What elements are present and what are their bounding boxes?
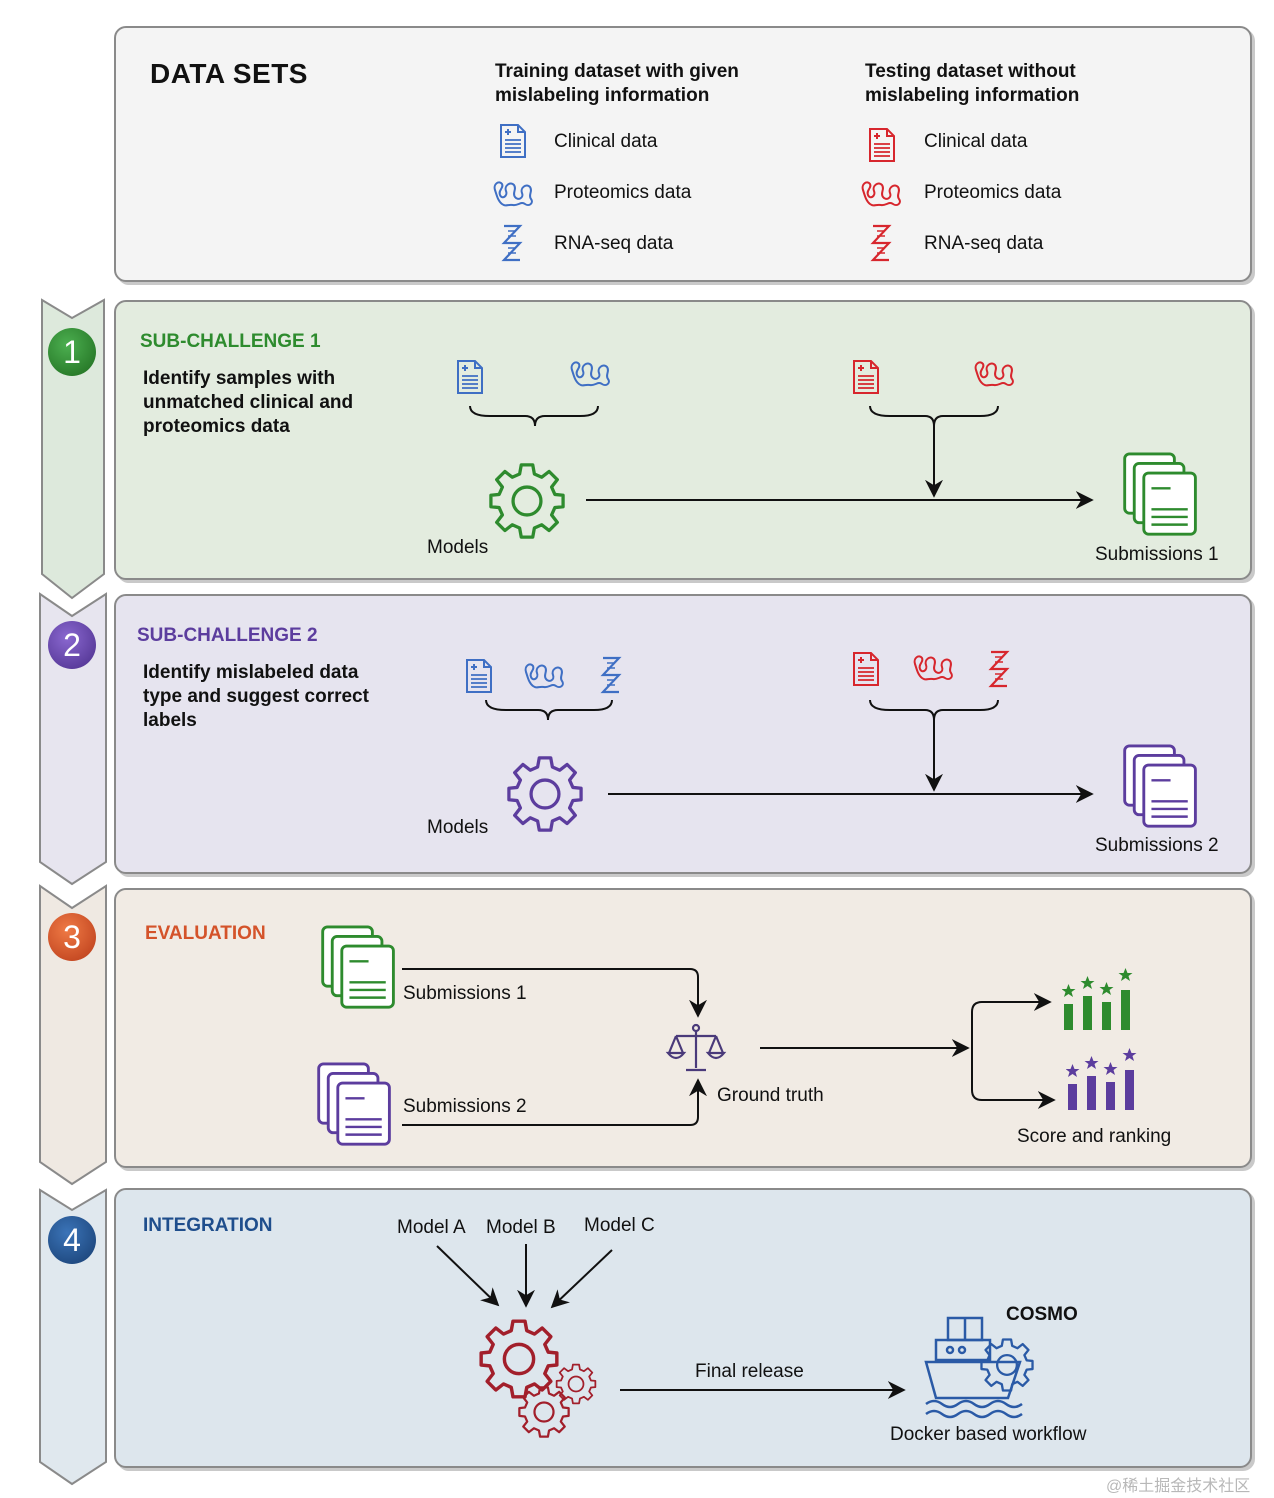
scales-icon: [665, 1023, 727, 1072]
eval-split-connector: [971, 1001, 1054, 1101]
training-header: Training dataset with given mislabeling …: [495, 61, 739, 106]
model-c-label: Model C: [584, 1215, 655, 1236]
model-b-label: Model B: [486, 1217, 556, 1238]
evaluation-title: EVALUATION: [145, 923, 266, 944]
sc2-train-brace: [485, 699, 613, 721]
test-clinical-label: Clinical data: [924, 131, 1028, 152]
eval-submissions-1-label: Submissions 1: [403, 983, 527, 1004]
subchallenge-1-panel: [114, 300, 1252, 580]
final-release-label: Final release: [695, 1361, 804, 1382]
step-2-number: 2: [63, 627, 81, 663]
docker-workflow-label: Docker based workflow: [890, 1424, 1087, 1445]
step-1-badge: 1: [48, 328, 96, 376]
step-3-badge: 3: [48, 913, 96, 961]
eval-submissions-2-label: Submissions 2: [403, 1096, 527, 1117]
subchallenge-2-title: SUB-CHALLENGE 2: [137, 625, 318, 646]
ensemble-gear-large-icon: [479, 1319, 559, 1399]
step-4-badge: 4: [48, 1216, 96, 1264]
subchallenge-2-description: Identify mislabeled data type and sugges…: [143, 662, 369, 731]
test-proteomics-label: Proteomics data: [924, 182, 1062, 203]
step-1-number: 1: [63, 334, 81, 370]
datasets-title: DATA SETS: [150, 58, 308, 89]
step-2-chevron: [39, 592, 107, 886]
step-4-number: 4: [63, 1222, 81, 1258]
docker-gear-icon: [980, 1338, 1034, 1392]
test-rna-label: RNA-seq data: [924, 233, 1044, 254]
integration-panel: [114, 1188, 1252, 1468]
datasets-panel: [114, 26, 1252, 282]
sc1-train-brace: [469, 405, 599, 427]
cosmo-label: COSMO: [1006, 1304, 1078, 1325]
watermark: @稀土掘金技术社区: [1106, 1478, 1251, 1495]
docker-ship-icon: [924, 1316, 1023, 1419]
model-a-arrow: [436, 1245, 500, 1307]
integration-title: INTEGRATION: [143, 1215, 273, 1236]
eval-sub2-arrow: [402, 1078, 707, 1126]
train-rna-label: RNA-seq data: [554, 233, 674, 254]
model-a-label: Model A: [397, 1217, 466, 1238]
evaluation-panel: [114, 888, 1252, 1168]
score-ranking-label: Score and ranking: [1017, 1126, 1172, 1147]
ensemble-gear-small-icon: [555, 1363, 597, 1405]
sc2-submissions-label: Submissions 2: [1095, 835, 1219, 856]
train-proteomics-label: Proteomics data: [554, 182, 692, 203]
eval-sub1-arrow: [402, 968, 707, 1018]
step-4-chevron: [39, 1188, 107, 1486]
step-3-number: 3: [63, 919, 81, 955]
step-3-chevron: [39, 884, 107, 1186]
sc1-submissions-label: Submissions 1: [1095, 544, 1219, 565]
ensemble-gear-medium-icon: [518, 1386, 570, 1438]
subchallenge-2-panel: [114, 594, 1252, 874]
model-c-arrow: [550, 1249, 613, 1309]
train-clinical-label: Clinical data: [554, 131, 658, 152]
sc2-models-label: Models: [427, 817, 489, 838]
sc1-models-label: Models: [427, 537, 489, 558]
subchallenge-1-title: SUB-CHALLENGE 1: [140, 331, 321, 352]
subchallenge-1-description: Identify samples with unmatched clinical…: [143, 368, 354, 437]
step-2-badge: 2: [48, 621, 96, 669]
step-1-chevron: [41, 298, 105, 600]
testing-header: Testing dataset without mislabeling info…: [865, 61, 1080, 106]
ground-truth-label: Ground truth: [717, 1085, 824, 1106]
